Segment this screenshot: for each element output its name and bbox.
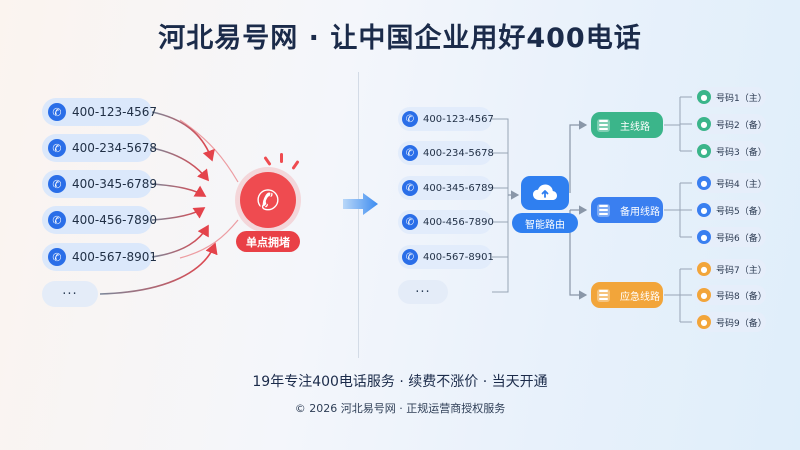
router-node: [521, 176, 569, 210]
server-icon: [597, 288, 610, 302]
user-icon: ●: [697, 230, 711, 244]
user-icon: ●: [697, 117, 711, 131]
cloud-upload-icon: [533, 184, 557, 200]
line-number-pill: ● 号码8（备）: [694, 285, 767, 305]
congestion-line: [151, 183, 207, 197]
arrow-right-icon: [343, 193, 378, 215]
line-number-text: 号码6（备）: [716, 233, 767, 244]
route-emergency: 应急线路: [591, 282, 663, 308]
congestion-line: [99, 242, 218, 295]
number-text: 400-123-4567: [72, 105, 158, 119]
number-text: 400-234-5678: [423, 147, 494, 159]
phone-icon: ✆: [402, 145, 418, 161]
line-number-text: 号码7（主）: [716, 265, 767, 276]
left-number-pill: ✆ 400-456-7890: [42, 206, 157, 234]
number-text: 400-345-6789: [423, 182, 494, 194]
user-icon: ●: [697, 262, 711, 276]
router-branch: [569, 210, 588, 300]
more-numbers: ···: [42, 281, 98, 307]
right-number-pill: ✆ 400-234-5678: [398, 141, 494, 165]
number-text: 400-456-7890: [72, 213, 158, 227]
server-icon: [597, 118, 610, 132]
right-number-pill: ✆ 400-456-7890: [398, 210, 494, 234]
left-number-pill: ✆ 400-123-4567: [42, 98, 157, 126]
number-text: 400-345-6789: [72, 177, 158, 191]
footer-copyright: © 2026 河北易号网 · 正规运营商授权服务: [294, 402, 506, 415]
line-number-pill: ● 号码6（备）: [694, 227, 767, 247]
line-number-text: 号码3（备）: [716, 147, 767, 158]
line-number-text: 号码8（备）: [716, 291, 767, 302]
router-label: 智能路由: [512, 213, 578, 233]
phone-icon: ✆: [48, 103, 66, 121]
phone-icon: ✆: [402, 249, 418, 265]
line-number-text: 号码4（主）: [716, 179, 767, 190]
route-label: 应急线路: [620, 291, 660, 303]
line-number-pill: ● 号码4（主）: [694, 173, 767, 193]
phone-icon: ✆: [48, 139, 66, 157]
line-number-text: 号码5（备）: [716, 206, 767, 217]
number-text: 400-456-7890: [423, 216, 494, 228]
right-number-pill: ✆ 400-345-6789: [398, 176, 494, 200]
alert-spark: [280, 153, 283, 163]
congestion-label: 单点拥堵: [236, 231, 300, 252]
more-numbers: ···: [398, 280, 448, 304]
line-number-pill: ● 号码9（备）: [694, 312, 767, 332]
right-number-pill: ✆ 400-567-8901: [398, 245, 494, 269]
phone-icon: ✆: [48, 211, 66, 229]
line-number-text: 号码1（主）: [716, 93, 767, 104]
congestion-line: [151, 224, 209, 258]
phone-icon: ✆: [48, 248, 66, 266]
page-title: 河北易号网 · 让中国企业用好400电话: [158, 23, 642, 54]
route-backup: 备用线路: [591, 197, 663, 223]
line-number-text: 号码2（备）: [716, 120, 767, 131]
route-label: 备用线路: [620, 206, 660, 218]
user-icon: ●: [697, 176, 711, 190]
user-icon: ●: [697, 315, 711, 329]
line-number-pill: ● 号码7（主）: [694, 259, 767, 279]
router-bracket: [492, 118, 509, 293]
left-number-pill: ✆ 400-234-5678: [42, 134, 157, 162]
congestion-phone-icon: ✆: [240, 172, 296, 228]
line-number-pill: ● 号码3（备）: [694, 141, 767, 161]
line-number-text: 号码9（备）: [716, 318, 767, 329]
user-icon: ●: [697, 203, 711, 217]
user-icon: ●: [697, 144, 711, 158]
phone-icon: ✆: [402, 180, 418, 196]
phone-icon: ✆: [402, 111, 418, 127]
line-number-pill: ● 号码2（备）: [694, 114, 767, 134]
route-label: 主线路: [620, 121, 650, 133]
left-number-pill: ✆ 400-567-8901: [42, 243, 157, 271]
phone-icon: ✆: [48, 175, 66, 193]
router-branch: [569, 120, 588, 193]
user-icon: ●: [697, 90, 711, 104]
left-number-pill: ✆ 400-345-6789: [42, 170, 157, 198]
line-number-pill: ● 号码1（主）: [694, 87, 767, 107]
line-number-pill: ● 号码5（备）: [694, 200, 767, 220]
number-text: 400-123-4567: [423, 113, 494, 125]
route-main: 主线路: [591, 112, 663, 138]
section-divider: [358, 72, 359, 358]
footer-tagline: 19年专注400电话服务 · 续费不涨价 · 当天开通: [252, 374, 548, 390]
user-icon: ●: [697, 288, 711, 302]
number-text: 400-567-8901: [72, 250, 158, 264]
congestion-line: [151, 207, 206, 221]
phone-icon: ✆: [402, 214, 418, 230]
server-icon: [597, 203, 610, 217]
congestion-line: [151, 147, 209, 182]
right-number-pill: ✆ 400-123-4567: [398, 107, 494, 131]
number-text: 400-567-8901: [423, 251, 494, 263]
congestion-line: [151, 111, 215, 162]
number-text: 400-234-5678: [72, 141, 158, 155]
